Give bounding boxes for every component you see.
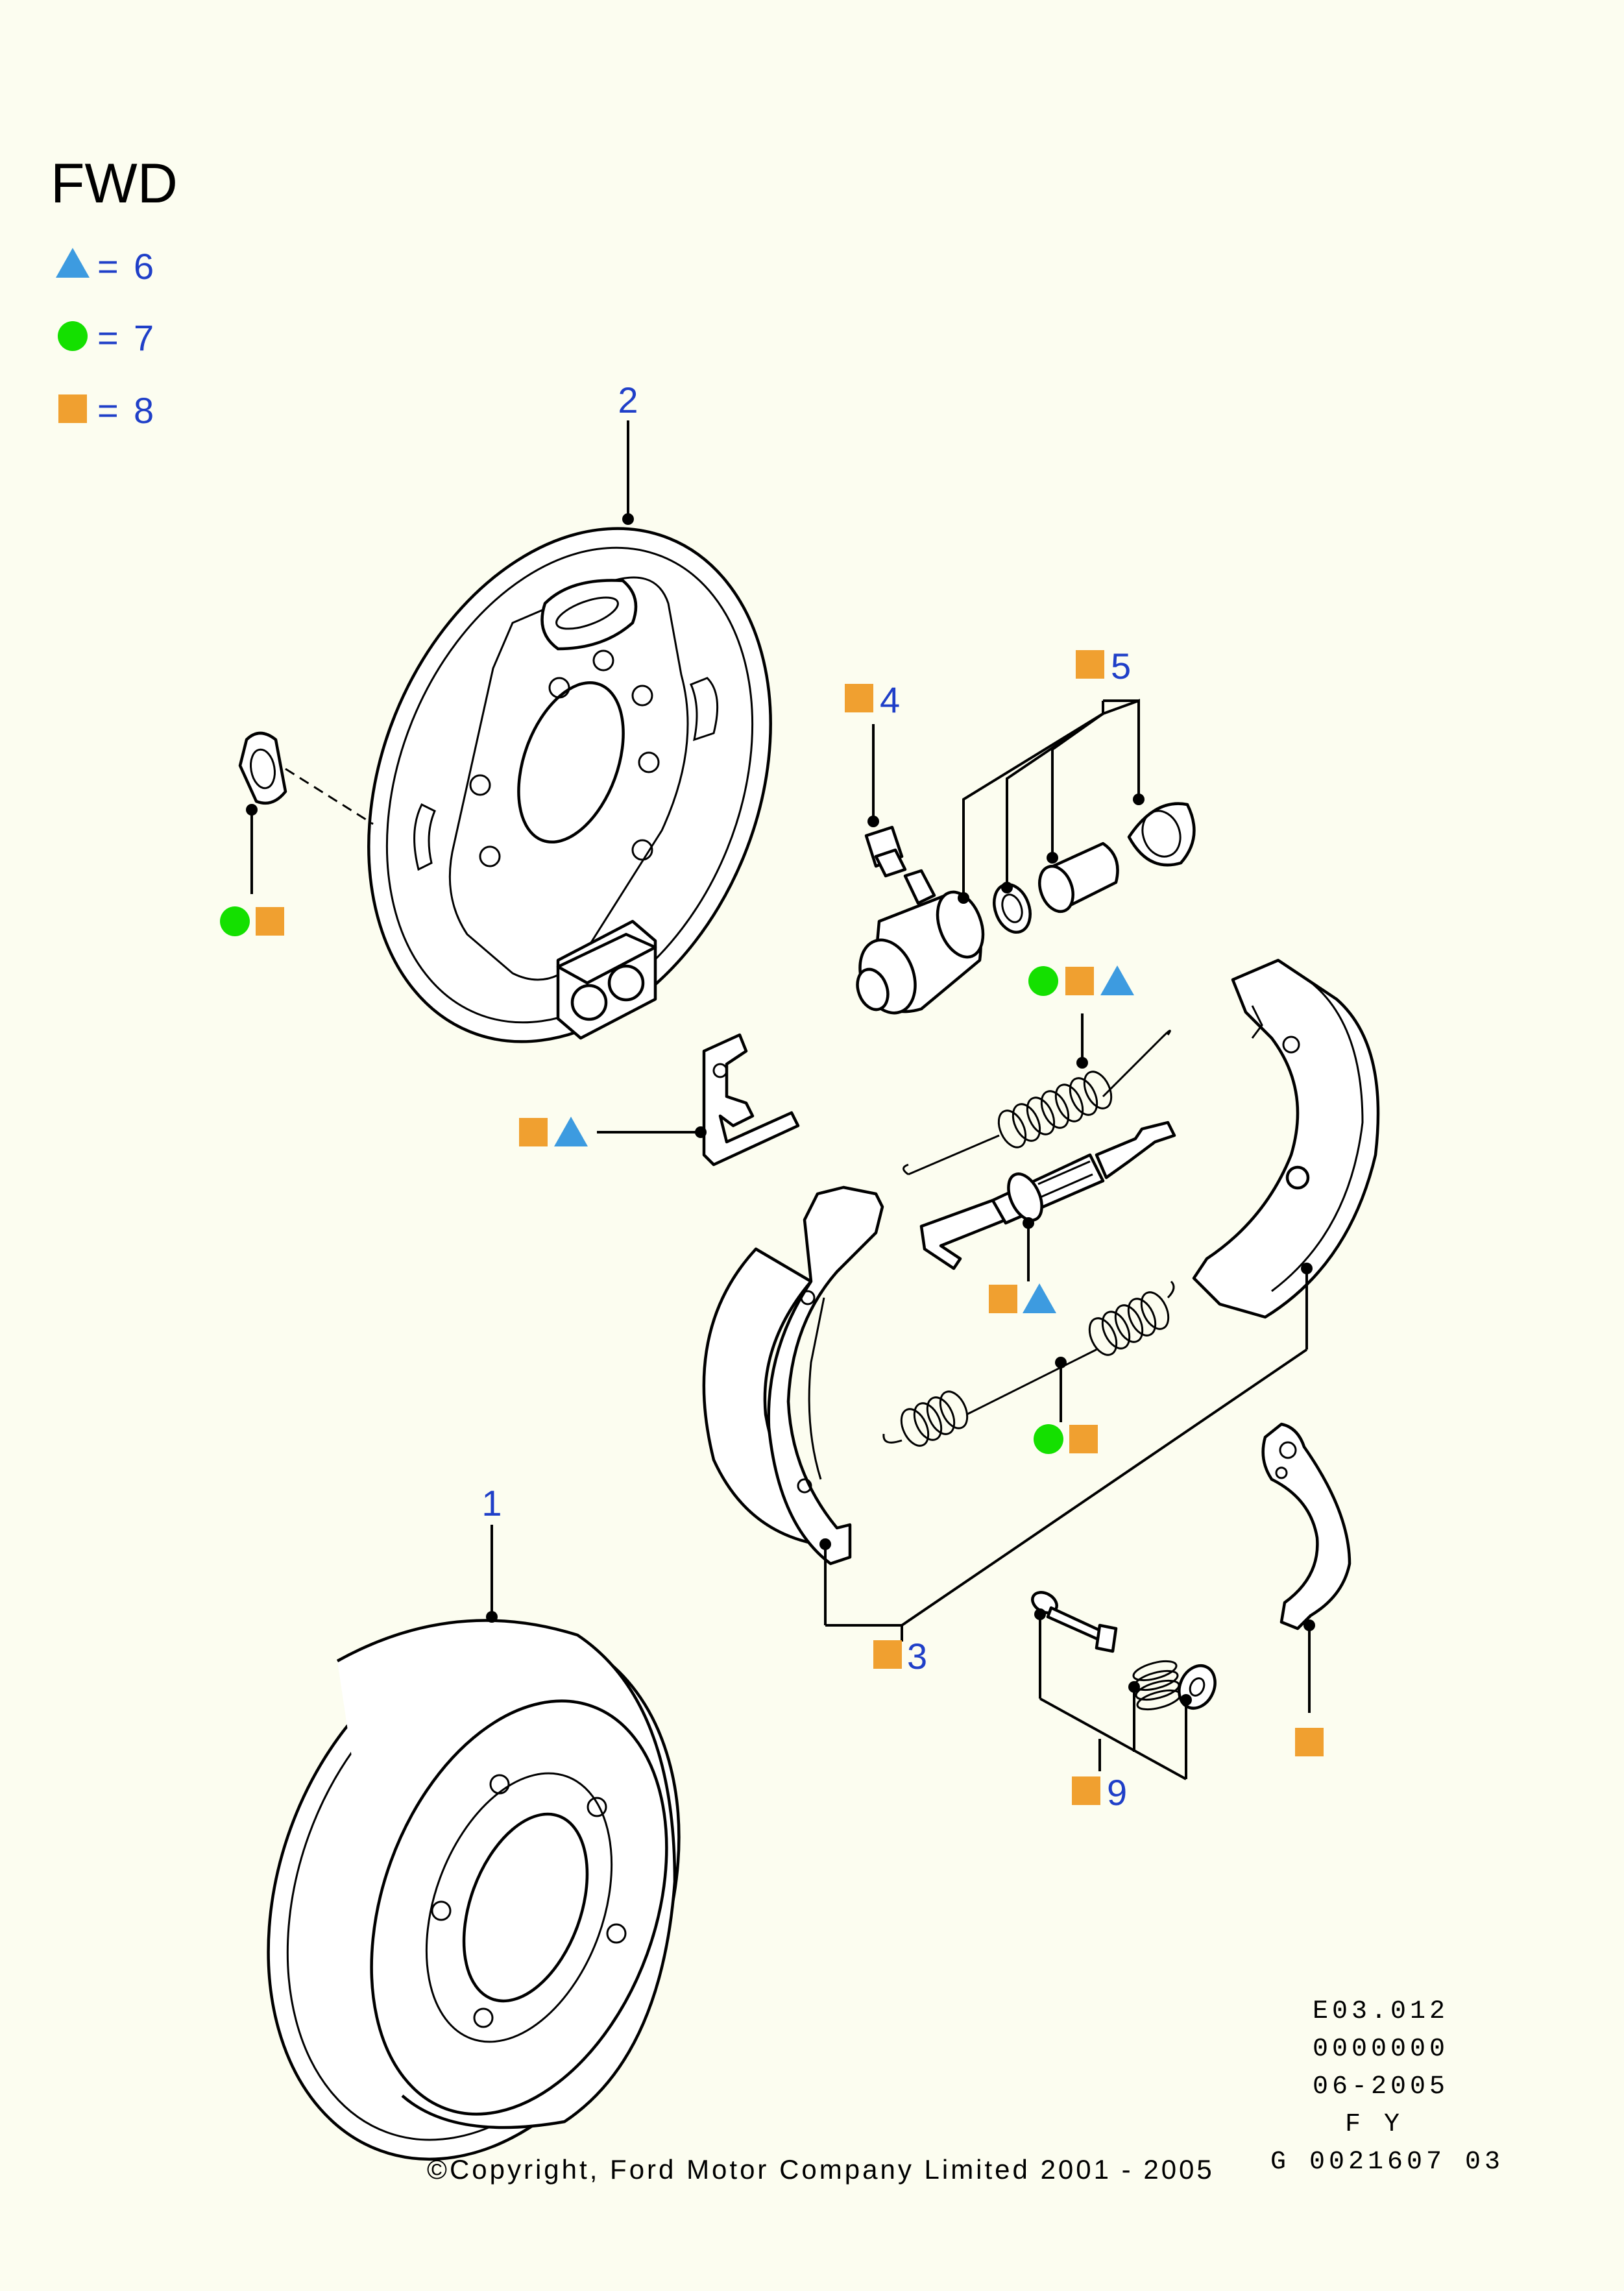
parking-brake-lever xyxy=(1261,1422,1351,1630)
lower-spring-square-icon xyxy=(1069,1425,1098,1453)
hold-down-leaders xyxy=(1034,1608,1192,1780)
left-brake-shoe xyxy=(702,1185,884,1566)
callout-1: 1 xyxy=(481,1483,502,1523)
shoes-square-icon xyxy=(873,1640,902,1669)
parking-lever-link xyxy=(702,1033,800,1167)
legend-eq: = xyxy=(97,246,119,287)
hold-down-cup xyxy=(1178,1664,1217,1710)
legend-square-icon xyxy=(58,394,87,423)
callout-2: 2 xyxy=(618,380,638,420)
lower-spring-circle-icon xyxy=(1034,1424,1063,1454)
callout-9: 9 xyxy=(1107,1772,1127,1813)
right-brake-shoe xyxy=(1192,958,1380,1319)
legend-square-value: 8 xyxy=(134,390,154,431)
plate-leader-2 xyxy=(622,420,634,525)
cylinder-kit-leaders xyxy=(958,699,1145,904)
strut-triangle-icon xyxy=(1023,1283,1056,1313)
clip-circle-icon xyxy=(220,906,250,936)
bleed-screw-square-icon xyxy=(845,684,873,712)
footer-codes: E03.012 0000000 06-2005 F Y G 0021607 03 xyxy=(1270,1997,1504,2177)
adjuster-strut xyxy=(919,1121,1176,1270)
footer-code-4: F Y xyxy=(1345,2110,1403,2139)
legend: = 6 = 7 = 8 xyxy=(56,246,154,431)
cylinder-kit-square-icon xyxy=(1076,650,1104,679)
backing-plate xyxy=(367,527,772,1043)
plug-clip xyxy=(238,731,374,825)
lower-return-spring xyxy=(882,1280,1175,1447)
callout-3: 3 xyxy=(907,1636,927,1677)
strut-square-icon xyxy=(989,1285,1017,1313)
lever-triangle-icon xyxy=(554,1117,588,1146)
upper-spring-square-icon xyxy=(1065,967,1094,995)
brake-drum xyxy=(267,1619,681,2161)
legend-eq: = xyxy=(97,390,119,431)
hold-down-square-icon xyxy=(1072,1776,1100,1805)
legend-eq: = xyxy=(97,317,119,358)
footer-code-1: E03.012 xyxy=(1313,1997,1449,2026)
callout-4: 4 xyxy=(880,679,900,720)
upper-spring-circle-icon xyxy=(1028,966,1058,996)
upper-return-spring xyxy=(903,1030,1171,1176)
legend-circle-value: 7 xyxy=(134,317,154,358)
bleed-screw xyxy=(864,825,936,905)
copyright: ©Copyright, Ford Motor Company Limited 2… xyxy=(427,2154,1215,2185)
legend-circle-icon xyxy=(58,321,88,351)
lever-square-icon xyxy=(519,1118,548,1146)
upper-spring-triangle-icon xyxy=(1100,965,1134,995)
footer-code-2: 0000000 xyxy=(1313,2035,1449,2064)
drum-leader-1 xyxy=(486,1525,498,1623)
callout-5: 5 xyxy=(1111,646,1131,686)
legend-triangle-value: 6 xyxy=(134,246,154,287)
footer-code-3: 06-2005 xyxy=(1313,2072,1449,2102)
wheel-cylinder xyxy=(856,802,1196,1015)
legend-triangle-icon xyxy=(56,248,90,278)
lever-right-square-icon xyxy=(1295,1728,1324,1756)
diagram-title: FWD xyxy=(51,152,178,215)
shoes-leaders xyxy=(819,1263,1313,1642)
clip-square-icon xyxy=(256,907,284,936)
footer-code-5: G 0021607 03 xyxy=(1270,2148,1504,2177)
